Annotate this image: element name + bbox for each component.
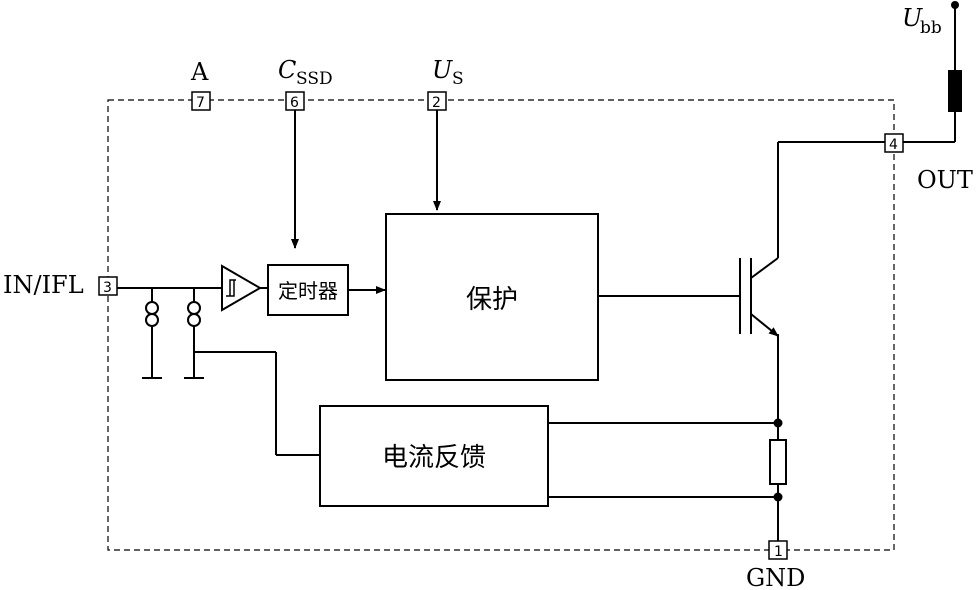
pin-a-box — [191, 91, 211, 111]
pin-us-number: 2 — [432, 95, 441, 111]
pin-a-number: 7 — [196, 95, 205, 111]
timer-label: 定时器 — [278, 279, 338, 303]
pin-in-number: 3 — [103, 280, 112, 296]
pin-gnd-number: 1 — [774, 544, 783, 560]
out-label: OUT — [917, 166, 973, 194]
current-source-left-bottom — [145, 313, 159, 327]
protection-label: 保护 — [466, 285, 518, 315]
us-sub-label: S — [452, 69, 464, 89]
pin-cssd-number: 6 — [290, 95, 299, 111]
pin-gnd-box — [768, 540, 788, 560]
supply-load-element — [948, 70, 962, 112]
cssd-sub-label: SSD — [296, 69, 333, 89]
current-feedback-label: 电流反馈 — [382, 443, 486, 473]
schmitt-trigger — [221, 264, 262, 312]
current-source-right-bottom — [187, 313, 201, 327]
pin-cssd-box — [285, 91, 305, 111]
hysteresis-icon — [226, 279, 236, 297]
in-ifl-label: IN/IFL — [3, 271, 84, 299]
current-feedback-block — [319, 405, 549, 507]
a-label: A — [190, 58, 209, 86]
timer-block — [267, 264, 349, 316]
cssd-label: C — [278, 56, 296, 84]
pin-out-number: 4 — [889, 137, 898, 153]
package-boundary — [107, 99, 895, 551]
gnd-label: GND — [746, 564, 805, 590]
ubb-sub-label: bb — [920, 18, 942, 38]
ubb-label: U — [902, 4, 923, 32]
us-label: U — [432, 56, 453, 84]
current-source-right-top — [187, 301, 201, 315]
pin-in-box — [98, 276, 118, 296]
pin-us-box — [427, 91, 447, 111]
sense-resistor — [769, 439, 787, 485]
current-source-left-top — [145, 301, 159, 315]
pin-out-box — [884, 133, 904, 153]
